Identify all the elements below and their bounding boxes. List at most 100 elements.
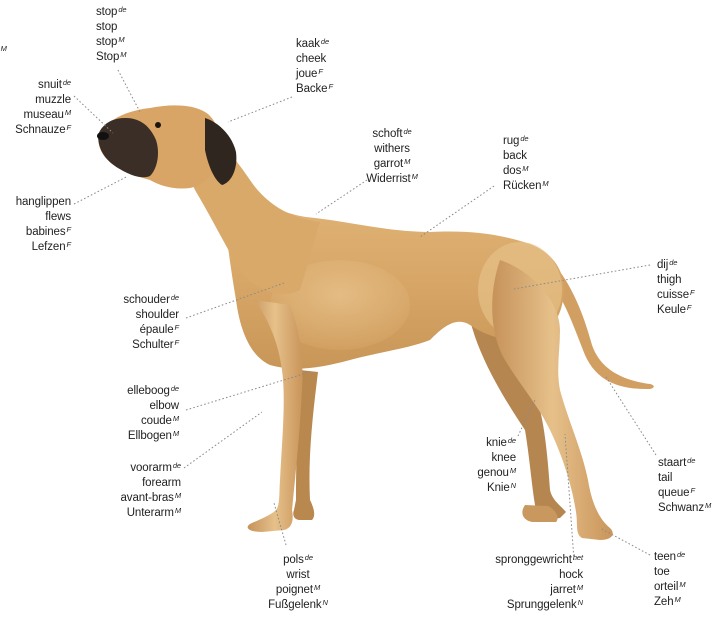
- term-line: kaakde: [296, 37, 333, 52]
- term-line: cuisseF: [657, 288, 694, 303]
- term-line: RückenM: [503, 179, 549, 194]
- gender-marker: de: [403, 127, 411, 136]
- term-line: hock: [495, 568, 583, 583]
- term-word: stop: [96, 6, 117, 18]
- term-line: UnterarmM: [121, 506, 182, 521]
- term-word: voorarm: [130, 462, 171, 474]
- term-word: rug: [503, 135, 519, 147]
- gender-marker: de: [118, 5, 126, 14]
- gender-marker: N: [578, 598, 583, 607]
- term-line: LefzenF: [16, 240, 71, 255]
- gender-marker: M: [705, 501, 711, 510]
- term-word: Fußgelenk: [268, 599, 321, 611]
- gender-marker: M: [173, 429, 179, 438]
- term-line: KeuleF: [657, 303, 694, 318]
- term-word: Keule: [657, 304, 686, 316]
- gender-marker: F: [687, 303, 691, 312]
- label-back: rugdebackdosMRückenM: [503, 134, 549, 194]
- term-word: spronggewricht: [495, 554, 572, 566]
- term-word: cuisse: [657, 289, 689, 301]
- term-line: avant-brasM: [121, 491, 182, 506]
- term-word: Widerrist: [366, 173, 410, 185]
- term-word: Ellbogen: [128, 430, 172, 442]
- term-word: poignet: [276, 584, 313, 596]
- gender-marker: M: [175, 491, 181, 500]
- term-line: tail: [658, 471, 711, 486]
- term-line: dijde: [657, 258, 694, 273]
- term-line: thigh: [657, 273, 694, 288]
- term-line: babinesF: [16, 225, 71, 240]
- gender-marker: de: [171, 384, 179, 393]
- term-word: toe: [654, 566, 670, 578]
- gender-marker: M: [522, 164, 528, 173]
- edge-fragment: sM: [0, 44, 7, 59]
- term-word: schoft: [372, 128, 402, 140]
- term-word: épaule: [140, 324, 174, 336]
- gender-marker: het: [573, 553, 583, 562]
- term-line: wrist: [258, 568, 338, 583]
- term-line: WiderristM: [360, 172, 424, 187]
- term-line: forearm: [121, 476, 182, 491]
- term-word: tail: [658, 472, 672, 484]
- term-line: poignetM: [258, 583, 338, 598]
- gender-marker: M: [175, 506, 181, 515]
- term-word: knie: [486, 437, 507, 449]
- term-word: Rücken: [503, 180, 541, 192]
- gender-marker: F: [67, 240, 71, 249]
- gender-marker: de: [508, 436, 516, 445]
- gender-marker: M: [510, 466, 516, 475]
- term-word: knee: [491, 452, 516, 464]
- term-word: coude: [141, 415, 172, 427]
- term-line: stop: [96, 20, 127, 35]
- term-word: kaak: [296, 38, 320, 50]
- gender-marker: de: [63, 78, 71, 87]
- term-line: elbow: [127, 399, 179, 414]
- term-line: withers: [360, 142, 424, 157]
- term-word: garrot: [374, 158, 403, 170]
- term-line: KnieN: [477, 481, 516, 496]
- term-line: knee: [477, 451, 516, 466]
- term-word: elbow: [149, 400, 179, 412]
- gender-marker: F: [690, 486, 694, 495]
- term-word: snuit: [38, 79, 62, 91]
- term-word: jarret: [550, 584, 576, 596]
- gender-marker: de: [305, 553, 313, 562]
- term-word: stop: [96, 21, 117, 33]
- term-word: avant-bras: [121, 492, 174, 504]
- term-word: babines: [26, 226, 66, 238]
- term-word: wrist: [286, 569, 309, 581]
- term-line: snuitde: [15, 78, 71, 93]
- term-word: back: [503, 150, 527, 162]
- gender-marker: F: [175, 338, 179, 347]
- gender-marker: M: [404, 157, 410, 166]
- term-line: spronggewrichthet: [495, 553, 583, 568]
- term-word: Unterarm: [127, 507, 174, 519]
- term-line: flews: [16, 210, 71, 225]
- term-word: queue: [658, 487, 689, 499]
- term-word: Stop: [96, 51, 119, 63]
- gender-marker: M: [679, 580, 685, 589]
- term-line: SprunggelenkN: [495, 598, 583, 613]
- term-word: joue: [296, 68, 317, 80]
- gender-marker: F: [318, 67, 322, 76]
- term-line: shoulder: [123, 308, 179, 323]
- label-muzzle: snuitdemuzzlemuseauMSchnauzeF: [15, 78, 71, 138]
- term-line: elleboogde: [127, 384, 179, 399]
- term-line: dosM: [503, 164, 549, 179]
- term-word: genou: [477, 467, 508, 479]
- term-line: muzzle: [15, 93, 71, 108]
- term-line: jarretM: [495, 583, 583, 598]
- term-line: StopM: [96, 50, 127, 65]
- gender-marker: de: [669, 258, 677, 267]
- term-line: garrotM: [360, 157, 424, 172]
- term-line: orteilM: [654, 580, 685, 595]
- gender-marker: M: [173, 414, 179, 423]
- term-word: schouder: [123, 294, 170, 306]
- term-line: toe: [654, 565, 685, 580]
- term-word: thigh: [657, 274, 681, 286]
